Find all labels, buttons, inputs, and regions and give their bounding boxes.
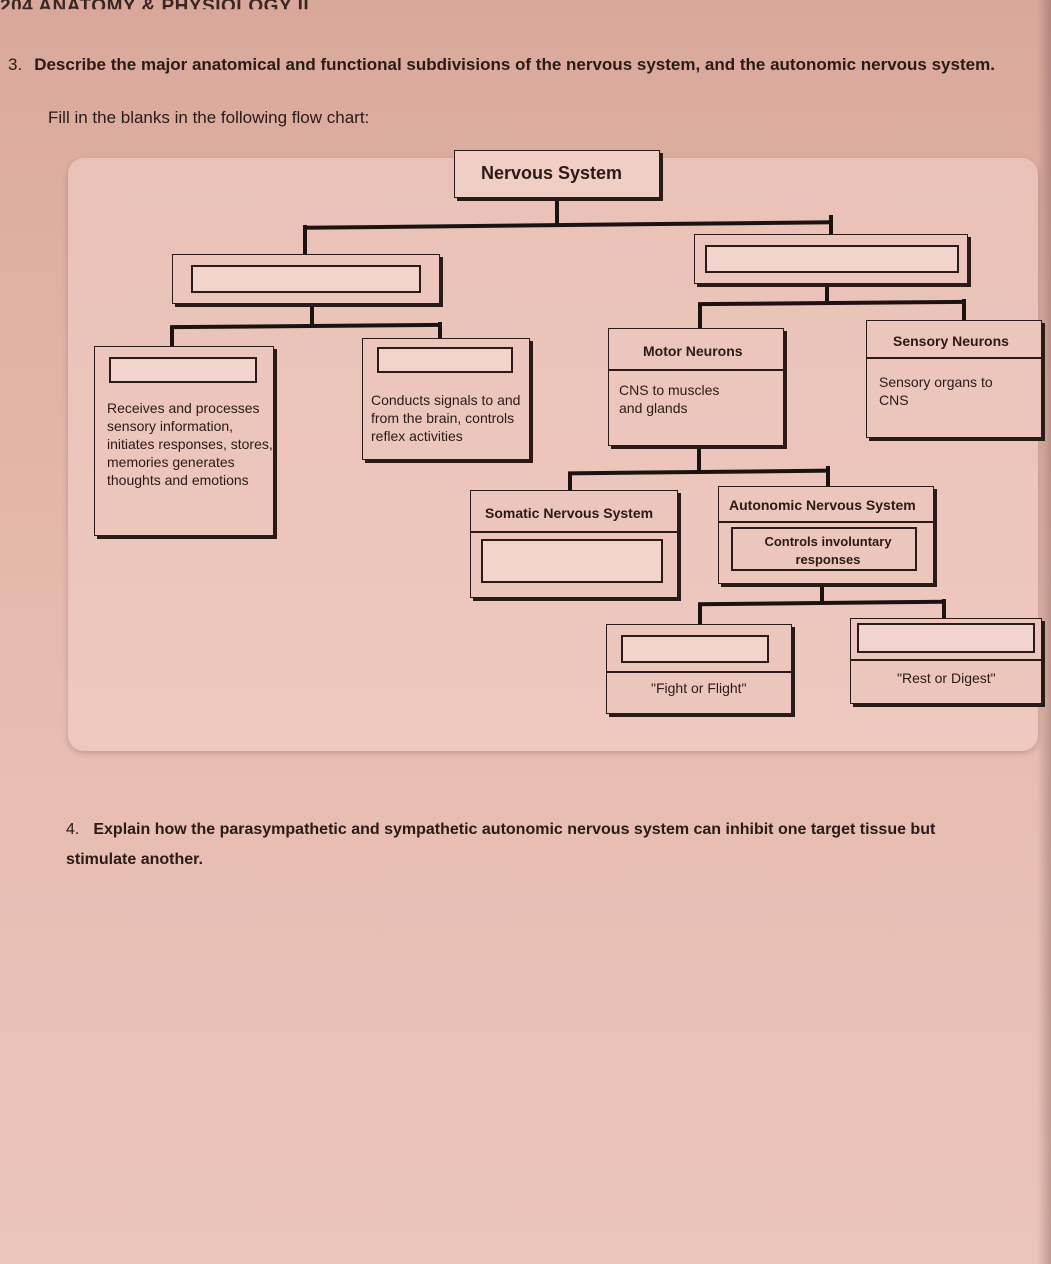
spinal-cord-box: Conducts signals to and from the brain, … [362, 338, 530, 460]
connector-cord-drop [438, 322, 442, 340]
autonomic-desc-box: Controls involuntary responses [731, 527, 917, 571]
somatic-title: Somatic Nervous System [485, 505, 654, 521]
somatic-nervous-system-box: Somatic Nervous System [470, 490, 678, 598]
connector-motor-down [697, 446, 701, 472]
parasympathetic-description: "Rest or Digest" [897, 670, 996, 686]
pns-blank[interactable] [705, 245, 959, 273]
question-3: 3. Describe the major anatomical and func… [8, 55, 995, 75]
pns-box [694, 234, 968, 284]
spinal-cord-blank[interactable] [377, 347, 513, 373]
sensory-neurons-box: Sensory Neurons Sensory organs to CNS [866, 320, 1042, 438]
question-4-text: Explain how the parasympathetic and symp… [66, 821, 936, 868]
cns-box [172, 254, 440, 304]
parasympathetic-blank[interactable] [857, 623, 1035, 653]
autonomic-divider [719, 521, 933, 523]
sympathetic-box: "Fight or Flight" [606, 624, 792, 714]
nervous-system-label: Nervous System [481, 163, 623, 183]
connector-sensory-drop [962, 299, 966, 321]
question-4: 4.Explain how the parasympathetic and sy… [66, 815, 1006, 875]
connector-autonomic-down [820, 583, 824, 603]
connector-parasympathetic-drop [942, 599, 946, 621]
sympathetic-description: "Fight or Flight" [651, 680, 747, 696]
somatic-divider [471, 531, 677, 533]
sympathetic-blank[interactable] [621, 635, 769, 663]
sensory-neurons-description: Sensory organs to CNS [879, 374, 993, 408]
autonomic-description: Controls involuntary responses [764, 534, 892, 567]
spinal-cord-description: Conducts signals to and from the brain, … [371, 392, 521, 444]
connector-autonomic-drop [826, 466, 830, 488]
connector-pns-drop [829, 215, 833, 243]
brain-box: Receives and processes sensory informati… [94, 346, 274, 536]
connector-sympathetic-drop [698, 603, 702, 627]
connector-cns-down [310, 303, 314, 327]
motor-neurons-description: CNS to muscles and glands [619, 382, 720, 416]
sensory-divider [867, 357, 1041, 359]
autonomic-title: Autonomic Nervous System [729, 497, 916, 513]
question-4-number: 4. [66, 821, 80, 838]
page-header: 204 ANATOMY & PHYSIOLOGY II [0, 0, 310, 14]
brain-description: Receives and processes sensory informati… [107, 400, 273, 488]
parasympathetic-divider [851, 659, 1041, 661]
page-edge-shadow [1037, 0, 1051, 1264]
connector-pns-down [825, 286, 829, 304]
question-3-text: Describe the major anatomical and functi… [34, 55, 995, 74]
connector-root-down [555, 197, 559, 227]
motor-neurons-box: Motor Neurons CNS to muscles and glands [608, 328, 784, 446]
connector-brain-drop [170, 326, 174, 348]
flowchart-instruction: Fill in the blanks in the following flow… [48, 108, 370, 127]
connector-cns-drop [303, 225, 307, 257]
connector-somatic-drop [568, 472, 572, 492]
motor-divider [609, 369, 783, 371]
parasympathetic-box: "Rest or Digest" [850, 618, 1042, 704]
sensory-neurons-title: Sensory Neurons [893, 333, 1009, 349]
sympathetic-divider [607, 671, 791, 673]
connector-motor-drop [698, 303, 702, 329]
autonomic-nervous-system-box: Autonomic Nervous System Controls involu… [718, 486, 934, 584]
motor-neurons-title: Motor Neurons [643, 343, 743, 359]
question-3-number: 3. [8, 55, 23, 74]
somatic-blank[interactable] [481, 539, 663, 583]
brain-blank[interactable] [109, 357, 257, 383]
cns-blank[interactable] [191, 265, 421, 293]
nervous-system-box: Nervous System [454, 150, 660, 198]
